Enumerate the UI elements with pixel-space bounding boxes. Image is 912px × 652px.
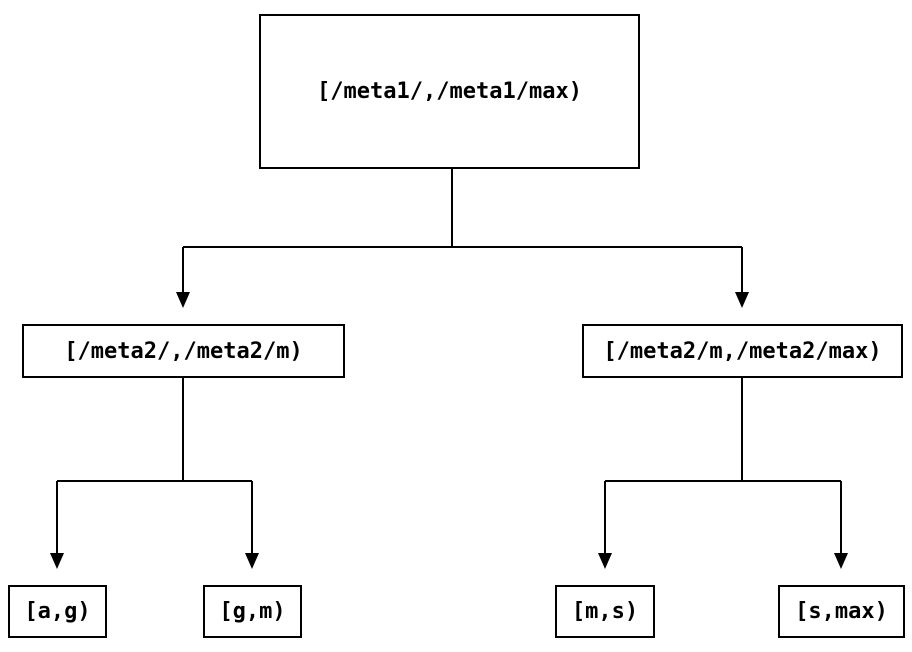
edge-right-children: [598, 378, 848, 569]
arrowhead-icon: [834, 553, 848, 569]
arrowhead-icon: [735, 292, 749, 308]
node-meta2-high: [/meta2/m,/meta2/max): [582, 324, 903, 378]
node-leaf-ms-label: [m,s): [571, 599, 639, 624]
node-meta2-high-label: [/meta2/m,/meta2/max): [603, 338, 882, 364]
edge-left-children: [50, 378, 259, 569]
node-leaf-smax-label: [s,max): [795, 599, 888, 624]
edge-root-children: [176, 169, 749, 308]
node-leaf-smax: [s,max): [778, 585, 905, 638]
node-root-label: [/meta1/,/meta1/max): [317, 79, 582, 104]
node-leaf-gm: [g,m): [203, 585, 302, 638]
node-meta2-low: [/meta2/,/meta2/m): [22, 324, 345, 378]
arrowhead-icon: [176, 292, 190, 308]
node-leaf-ag-label: [a,g): [24, 599, 91, 624]
arrowhead-icon: [245, 553, 259, 569]
node-leaf-ag: [a,g): [8, 585, 107, 638]
node-leaf-ms: [m,s): [555, 585, 655, 638]
node-root: [/meta1/,/meta1/max): [259, 14, 640, 169]
arrowhead-icon: [50, 553, 64, 569]
node-meta2-low-label: [/meta2/,/meta2/m): [64, 338, 303, 364]
arrowhead-icon: [598, 553, 612, 569]
node-leaf-gm-label: [g,m): [219, 599, 286, 624]
